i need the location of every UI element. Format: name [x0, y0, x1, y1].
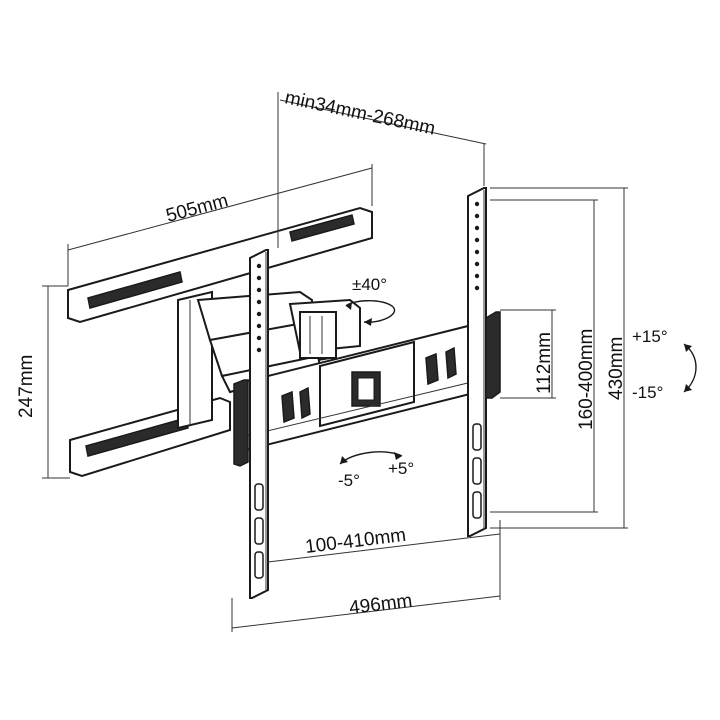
right-bracket-holes — [474, 201, 480, 291]
left-vertical-bracket — [233, 249, 269, 599]
wall-plate — [67, 206, 373, 478]
tilt-arrow — [683, 343, 697, 393]
wall-plate-width-label: 505mm — [164, 190, 231, 227]
dimension-lines — [42, 92, 628, 632]
arm-extension-label: min34mm-268mm — [283, 87, 437, 139]
right-vertical-bracket — [467, 187, 501, 537]
vesa-min-vertical-label: 112mm — [534, 332, 555, 394]
width-total-label: 496mm — [348, 590, 413, 619]
vesa-vertical-label: 160-400mm — [576, 329, 597, 430]
left-bracket-holes — [256, 263, 262, 353]
level-plus-label: +5° — [388, 459, 414, 478]
vesa-horizontal-label: 100-410mm — [304, 525, 407, 558]
wall-plate-height-label: 247mm — [16, 355, 37, 418]
tilt-down-label: -15° — [632, 383, 663, 402]
level-minus-label: -5° — [338, 471, 360, 490]
swivel-arrow — [345, 300, 396, 326]
tv-crossbar — [235, 324, 479, 452]
tilt-up-label: +15° — [632, 327, 668, 346]
level-arrow — [339, 451, 403, 465]
swivel-label: ±40° — [352, 275, 387, 294]
height-total-label: 430mm — [606, 337, 627, 400]
